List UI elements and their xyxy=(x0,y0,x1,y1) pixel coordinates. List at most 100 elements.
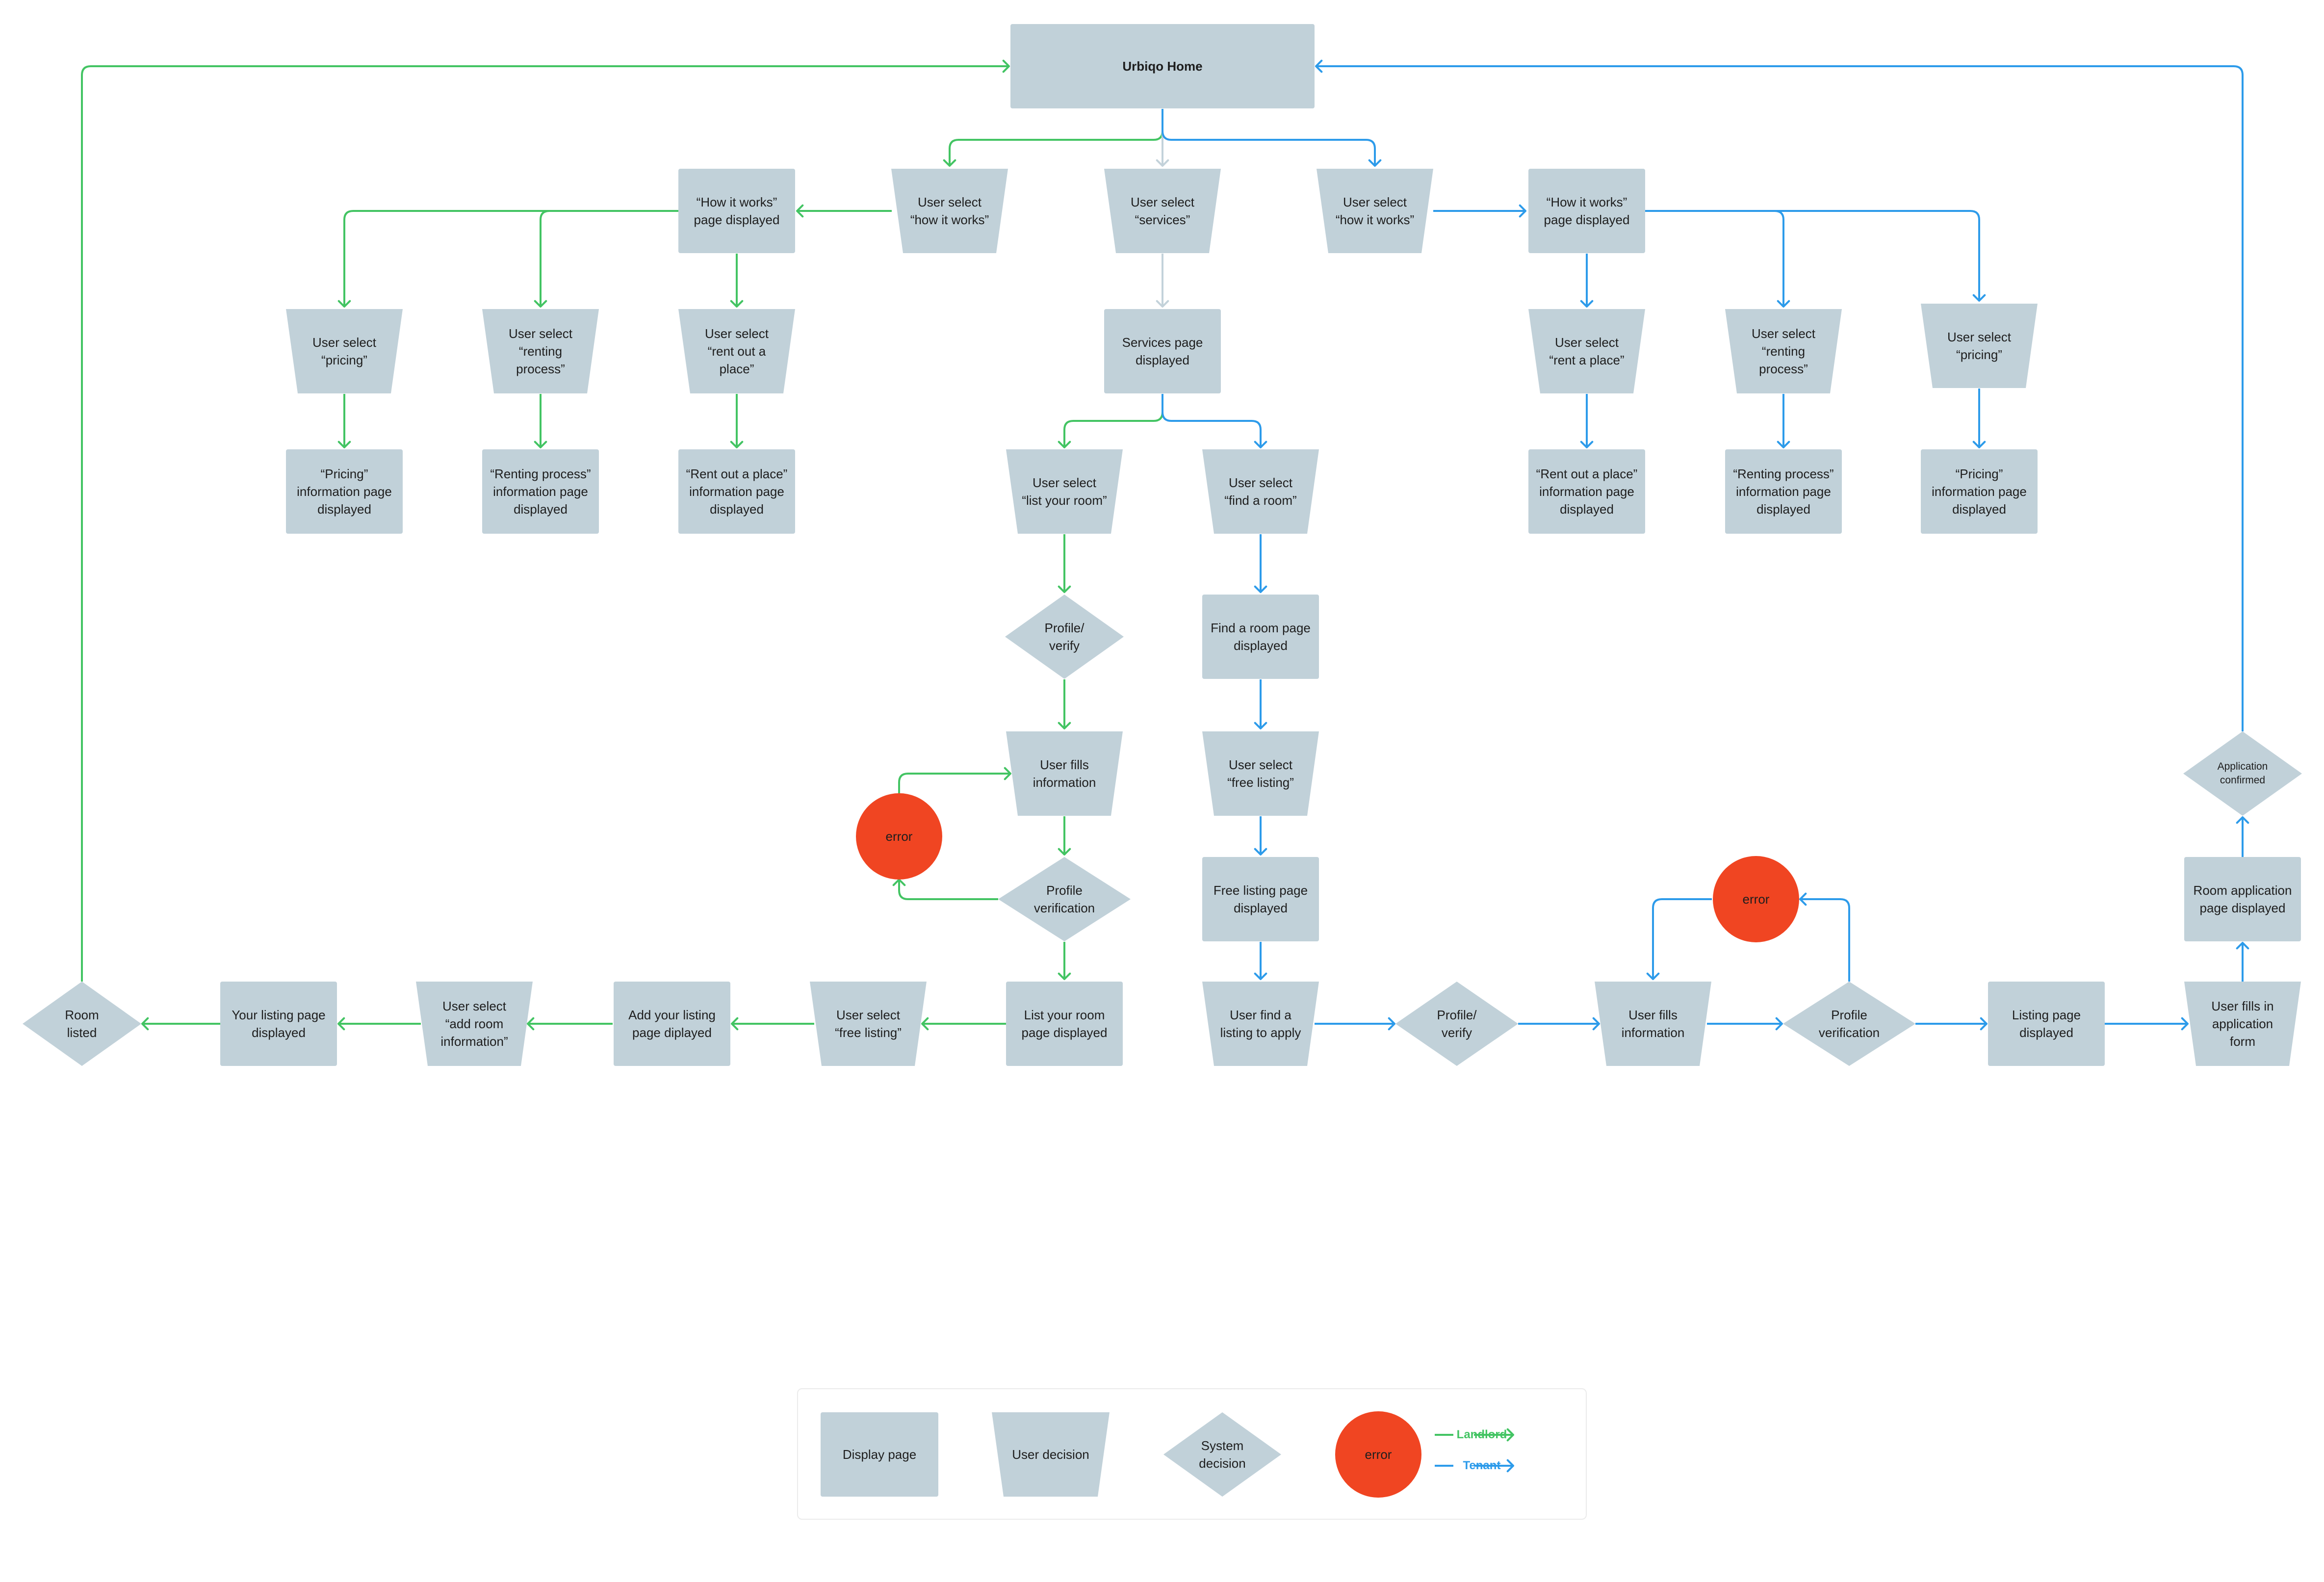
node-free-pg xyxy=(1202,857,1319,941)
node-l-pricing xyxy=(286,309,403,393)
node-l-error xyxy=(856,793,942,880)
edge-add-info-to-your-listing-arrowhead xyxy=(337,1017,345,1031)
legend-landlord-arrowhead xyxy=(1506,1428,1514,1442)
edge-profile-to-fills-arrowhead xyxy=(1058,722,1071,729)
node-legend-display-page xyxy=(821,1412,938,1497)
node-legend-user-decision xyxy=(992,1412,1110,1497)
node-l-verif xyxy=(998,857,1131,941)
edge-error-to-fills-tenant xyxy=(1652,898,1712,979)
node-t-pricing xyxy=(1921,304,2038,388)
edge-form-to-room-app-page-arrowhead xyxy=(2236,942,2249,950)
node-t-fills xyxy=(1595,982,1711,1066)
edge-error-to-fills xyxy=(898,773,1010,793)
node-t-error xyxy=(1713,856,1799,942)
edge-tenant-pricing-to-page-arrowhead xyxy=(1972,441,1986,448)
edge-landlord-page-to-rentout-arrowhead xyxy=(730,300,744,308)
node-t-pricing-pg xyxy=(1921,449,2038,534)
node-room-listed xyxy=(23,982,141,1066)
node-l-howpage xyxy=(678,169,795,253)
node-t-how xyxy=(1317,169,1433,253)
node-free-sel xyxy=(1202,731,1319,816)
edge-services-to-find-room xyxy=(1162,394,1262,447)
edge-error-to-fills-tenant-arrowhead xyxy=(1646,972,1660,980)
edge-home-to-services-arrowhead xyxy=(1156,159,1169,167)
node-t-rentout-pg xyxy=(1528,449,1645,534)
edge-landlord-rentout-to-page-arrowhead xyxy=(730,441,744,448)
edge-tenant-renting-to-page-arrowhead xyxy=(1777,441,1790,448)
legend-tenant-arrowhead xyxy=(1506,1459,1514,1473)
edge-tenant-page-to-rent-arrowhead xyxy=(1580,300,1594,308)
edge-confirmed-to-home xyxy=(1316,65,2244,731)
edge-landlord-page-to-renting xyxy=(540,210,678,307)
node-l-free-sel xyxy=(810,982,927,1066)
node-services-pg xyxy=(1104,309,1221,393)
node-srv-sel xyxy=(1104,169,1221,253)
edge-verification-to-error-tenant-arrowhead xyxy=(1799,892,1807,906)
node-l-renting-pg xyxy=(482,449,599,534)
edge-services-to-find-room-arrowhead xyxy=(1254,441,1267,448)
edge-list-page-to-free-select-arrowhead xyxy=(921,1017,929,1031)
node-app-confirmed xyxy=(2183,731,2302,816)
node-add-listing-pg xyxy=(614,982,730,1066)
legend-panel xyxy=(797,1388,1587,1520)
node-t-renting-pg xyxy=(1725,449,1842,534)
edge-profile-to-fills-tenant-arrowhead xyxy=(1592,1017,1600,1031)
edge-home-to-tenant-how xyxy=(1162,109,1376,166)
edge-confirmed-to-home-arrowhead xyxy=(1315,59,1323,73)
node-l-rentout-pg xyxy=(678,449,795,534)
edge-landlord-page-to-renting-arrowhead xyxy=(534,300,547,308)
node-t-renting xyxy=(1725,309,1842,393)
node-your-listing-pg xyxy=(220,982,337,1066)
edge-landlord-pricing-to-page-arrowhead xyxy=(337,441,351,448)
edge-landlord-how-to-page-arrowhead xyxy=(796,204,804,218)
node-find-room xyxy=(1202,449,1319,534)
edge-list-room-to-profile-arrowhead xyxy=(1058,585,1071,593)
edge-error-to-fills-arrowhead xyxy=(1004,767,1011,780)
node-list-room-pg xyxy=(1006,982,1123,1066)
node-listing-pg xyxy=(1988,982,2105,1066)
edge-free-page-to-find-listing-arrowhead xyxy=(1254,972,1267,980)
edge-find-listing-to-profile-arrowhead xyxy=(1388,1017,1395,1031)
node-t-howpage xyxy=(1528,169,1645,253)
node-legend-system-decision xyxy=(1163,1412,1281,1497)
edge-tenant-page-to-renting-arrowhead xyxy=(1777,300,1790,308)
node-add-info xyxy=(416,982,533,1066)
node-room-app-pg xyxy=(2184,857,2301,941)
edge-your-listing-to-room-listed-arrowhead xyxy=(141,1017,149,1031)
node-t-rent xyxy=(1528,309,1645,393)
node-l-rentout xyxy=(678,309,795,393)
node-legend-error xyxy=(1335,1411,1421,1498)
edge-verification-to-listing-page-arrowhead xyxy=(1980,1017,1988,1031)
edge-services-to-list-room-arrowhead xyxy=(1058,441,1071,448)
edge-verification-to-error xyxy=(898,880,998,900)
node-l-fills xyxy=(1006,731,1123,816)
edge-landlord-page-to-pricing xyxy=(343,210,678,307)
edge-landlord-page-to-pricing-arrowhead xyxy=(337,300,351,308)
edge-add-page-to-add-info-arrowhead xyxy=(527,1017,535,1031)
edge-home-to-tenant-how-arrowhead xyxy=(1368,159,1382,167)
node-l-pricing-pg xyxy=(286,449,403,534)
edge-room-app-page-to-confirmed-arrowhead xyxy=(2236,816,2249,824)
edge-verification-to-list-page-arrowhead xyxy=(1058,972,1071,980)
edge-listing-page-to-form-arrowhead xyxy=(2181,1017,2189,1031)
edge-fills-to-verification-tenant-arrowhead xyxy=(1775,1017,1783,1031)
edge-tenant-rent-to-page-arrowhead xyxy=(1580,441,1594,448)
edge-room-listed-to-home-arrowhead xyxy=(1002,59,1010,73)
edge-find-room-to-page-arrowhead xyxy=(1254,585,1267,593)
node-t-profile xyxy=(1395,982,1518,1066)
edge-find-page-to-free-select-arrowhead xyxy=(1254,722,1267,729)
node-t-verif xyxy=(1783,982,1915,1066)
node-find-pg xyxy=(1202,595,1319,679)
edge-tenant-page-to-pricing-arrowhead xyxy=(1972,294,1986,302)
edge-tenant-how-to-page-arrowhead xyxy=(1519,204,1526,218)
node-find-listing xyxy=(1202,982,1319,1066)
edge-fills-to-verification-arrowhead xyxy=(1058,848,1071,856)
node-l-how xyxy=(891,169,1008,253)
node-l-renting xyxy=(482,309,599,393)
edge-home-to-landlord-how-arrowhead xyxy=(943,159,956,167)
edge-landlord-renting-to-page-arrowhead xyxy=(534,441,547,448)
edge-free-select-to-add-page-arrowhead xyxy=(731,1017,739,1031)
